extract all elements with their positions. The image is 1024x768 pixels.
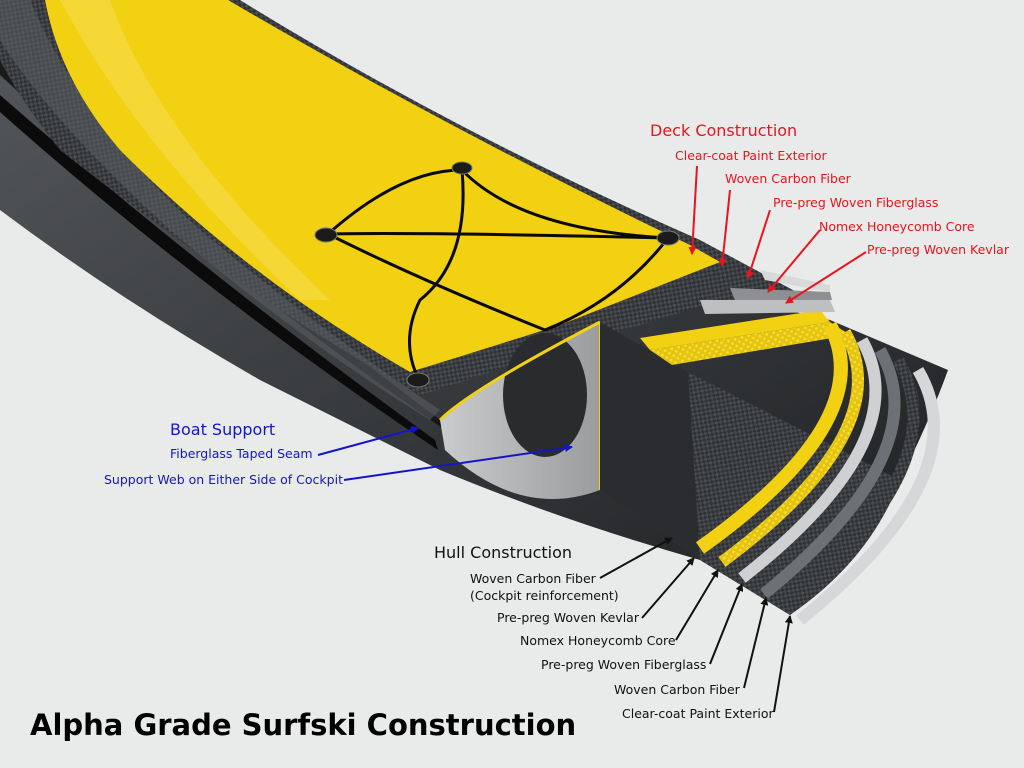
arrow-deck-kevlar xyxy=(785,251,867,304)
hull-arrows xyxy=(599,537,793,713)
hull-layer-rings xyxy=(695,321,940,625)
hull-layer-cockpit-note: (Cockpit reinforcement) xyxy=(470,588,619,603)
yellow-deck-panel xyxy=(45,0,720,372)
hull-layer-carbon: Woven Carbon Fiber xyxy=(614,682,740,697)
deck-layer-carbon: Woven Carbon Fiber xyxy=(725,171,851,186)
arrow-deck-clearcoat xyxy=(688,165,698,255)
hull-layer-kevlar: Pre-preg Woven Kevlar xyxy=(497,610,639,625)
arrow-hull-nomex xyxy=(675,569,719,641)
arrow-deck-fiberglass xyxy=(746,209,771,279)
hull-layer-nomex: Nomex Honeycomb Core xyxy=(520,633,676,648)
arrow-hull-fiberglass xyxy=(709,583,744,665)
bungee-cords xyxy=(323,168,670,379)
arrow-hull-kevlar xyxy=(641,557,695,619)
arrow-hull-carbon-cockpit xyxy=(599,537,673,579)
deck-layer-clearcoat: Clear-coat Paint Exterior xyxy=(675,148,827,163)
hull-layer-clearcoat: Clear-coat Paint Exterior xyxy=(622,706,774,721)
deck-arrows xyxy=(688,165,867,304)
support-web-label: Support Web on Either Side of Cockpit xyxy=(104,472,343,487)
deck-layer-stack xyxy=(640,270,850,365)
hull-construction-heading: Hull Construction xyxy=(434,543,573,562)
boat-support-heading: Boat Support xyxy=(170,420,276,439)
arrow-taped-seam xyxy=(317,425,419,456)
arrow-deck-nomex xyxy=(767,229,821,293)
support-arrows xyxy=(317,425,573,481)
hull-layer-carbon-cockpit: Woven Carbon Fiber xyxy=(470,571,596,586)
deck-layer-kevlar: Pre-preg Woven Kevlar xyxy=(867,242,1009,257)
arrow-support-web xyxy=(343,444,573,481)
arrow-hull-clearcoat xyxy=(773,615,793,713)
deck-fittings xyxy=(314,161,680,388)
deck-layer-fiberglass: Pre-preg Woven Fiberglass xyxy=(773,195,939,210)
arrow-hull-carbon xyxy=(743,597,769,689)
hull-layer-fiberglass: Pre-preg Woven Fiberglass xyxy=(541,657,707,672)
deck-construction-heading: Deck Construction xyxy=(650,121,798,140)
arrow-deck-carbon xyxy=(718,189,731,267)
diagram-title: Alpha Grade Surfski Construction xyxy=(30,708,577,742)
deck-panel-highlight xyxy=(60,0,330,300)
support-taped-seam: Fiberglass Taped Seam xyxy=(170,446,313,461)
deck-layer-nomex: Nomex Honeycomb Core xyxy=(819,219,975,234)
